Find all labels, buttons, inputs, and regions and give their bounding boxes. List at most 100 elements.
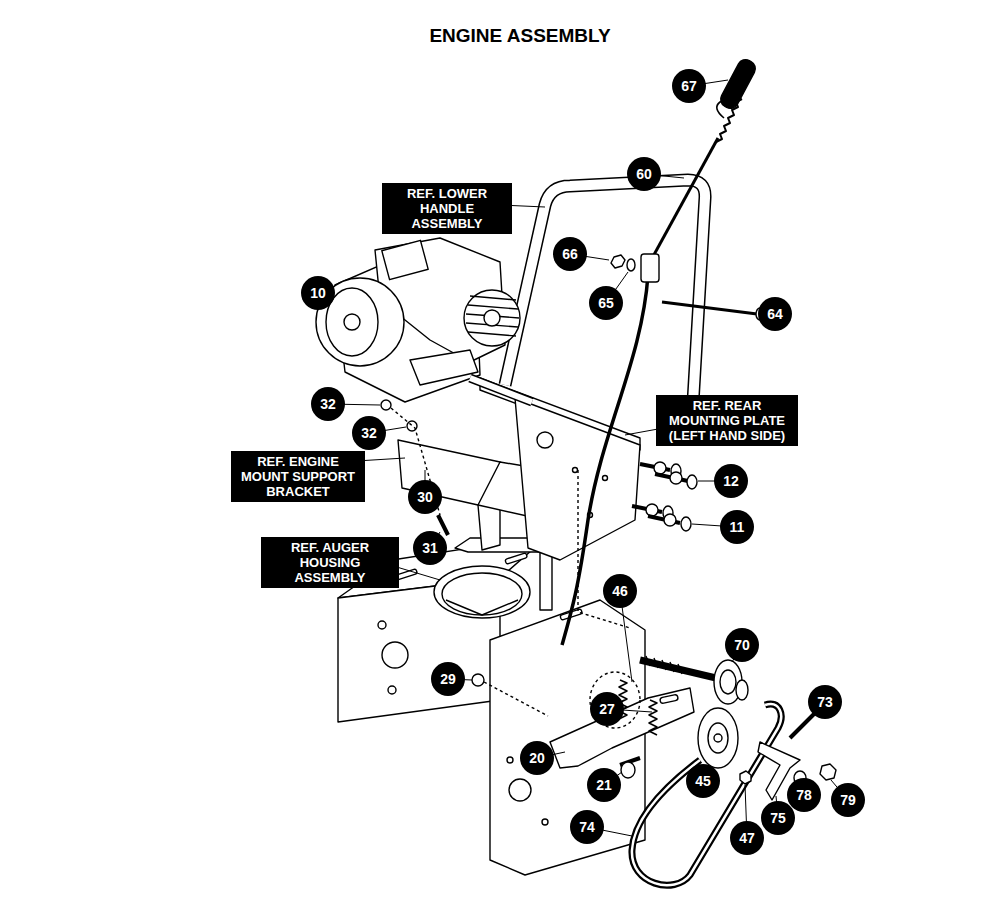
callout-text: 21 [596, 777, 612, 793]
control-cable [641, 254, 659, 282]
small-fasteners [484, 682, 548, 716]
engine [470, 378, 532, 402]
callout-number: 45 [686, 764, 720, 798]
engine [344, 314, 360, 330]
callout-text: 75 [770, 810, 786, 826]
engine [470, 296, 516, 300]
callout-text: 31 [422, 540, 438, 556]
callout-text: 70 [734, 637, 750, 653]
drive-parts [632, 704, 781, 885]
small-fasteners [381, 400, 391, 410]
callout-text: 65 [598, 295, 614, 311]
callout-number: 27 [590, 692, 624, 726]
auger-housing [507, 757, 513, 763]
callout-number: 70 [725, 628, 759, 662]
control-cable [627, 259, 635, 271]
mount-bolts [670, 472, 682, 484]
drive-parts [736, 680, 748, 700]
callout-number: 21 [587, 768, 621, 802]
drive-parts [550, 656, 836, 885]
control-cable [562, 275, 648, 645]
engine [470, 378, 532, 402]
mount-bolts [632, 462, 697, 531]
auger-housing [509, 779, 531, 801]
callout-number: 20 [520, 741, 554, 775]
drive-parts [646, 656, 682, 674]
reference-text: REF. LOWER HANDLE ASSEMBLY [388, 186, 506, 231]
callout-number: 66 [553, 237, 587, 271]
rear-mounting-plate [603, 476, 608, 481]
callout-text: 73 [817, 694, 833, 710]
callout-number: 73 [808, 685, 842, 719]
drive-parts [640, 660, 716, 678]
small-fasteners [472, 674, 484, 686]
drive-parts [698, 708, 738, 768]
engine [464, 290, 520, 346]
rear-mounting-plate [573, 468, 578, 473]
reference-label: REF. LOWER HANDLE ASSEMBLY [382, 183, 512, 234]
drive-parts [660, 694, 679, 704]
callout-text: 20 [529, 750, 545, 766]
drive-parts [820, 764, 836, 780]
control-cable [662, 302, 757, 314]
reference-text: REF. REAR MOUNTING PLATE (LEFT HAND SIDE… [662, 398, 792, 443]
auger-housing [446, 600, 518, 615]
engine [484, 310, 500, 326]
callout-text: 79 [840, 792, 856, 808]
control-cable [718, 57, 758, 111]
callout-number: 31 [413, 531, 447, 565]
callout-text: 67 [681, 78, 697, 94]
drive-parts [632, 704, 781, 885]
callout-number: 12 [714, 464, 748, 498]
callout-text: 47 [739, 830, 755, 846]
engine [316, 238, 532, 402]
callout-text: 66 [562, 246, 578, 262]
auger-housing [542, 819, 548, 825]
engine [410, 350, 478, 385]
auger-housing [442, 573, 522, 615]
drive-parts [590, 672, 640, 728]
callout-number: 46 [603, 574, 637, 608]
engine [468, 305, 518, 309]
callout-number: 29 [431, 662, 465, 696]
callout-text: 30 [417, 489, 433, 505]
callout-text: 32 [320, 396, 336, 412]
reference-label: REF. AUGER HOUSING ASSEMBLY [261, 537, 399, 588]
callout-number: 65 [589, 286, 623, 320]
mount-bolts [664, 514, 676, 526]
rear-mounting-plate [480, 378, 640, 560]
callout-text: 27 [599, 701, 615, 717]
callout-number: 74 [570, 810, 604, 844]
callout-number: 78 [787, 778, 821, 812]
callout-number: 75 [761, 801, 795, 835]
auger-housing [382, 642, 408, 668]
callout-number: 32 [311, 387, 345, 421]
auger-housing [505, 553, 527, 565]
auger-housing [378, 621, 386, 629]
callout-number: 67 [672, 69, 706, 103]
drive-parts [714, 734, 722, 742]
callout-text: 11 [730, 519, 745, 535]
callout-number: 64 [758, 297, 792, 331]
callout-number: 11 [720, 510, 754, 544]
callout-text: 78 [796, 787, 812, 803]
callout-number: 79 [831, 783, 865, 817]
callout-text: 12 [723, 473, 739, 489]
callout-text: 10 [310, 285, 326, 301]
control-cable [562, 57, 764, 645]
leader-line [318, 80, 848, 838]
mount-bolts [681, 517, 691, 531]
drive-parts [740, 771, 751, 784]
callout-text: 29 [440, 671, 456, 687]
callout-number: 30 [408, 480, 442, 514]
auger-housing [388, 686, 396, 694]
callout-number: 10 [301, 276, 335, 310]
drive-parts [720, 670, 736, 694]
mount-bolts [646, 504, 658, 516]
callout-number: 47 [730, 821, 764, 855]
drive-parts [708, 723, 728, 753]
reference-text: REF. ENGINE MOUNT SUPPORT BRACKET [237, 454, 359, 499]
